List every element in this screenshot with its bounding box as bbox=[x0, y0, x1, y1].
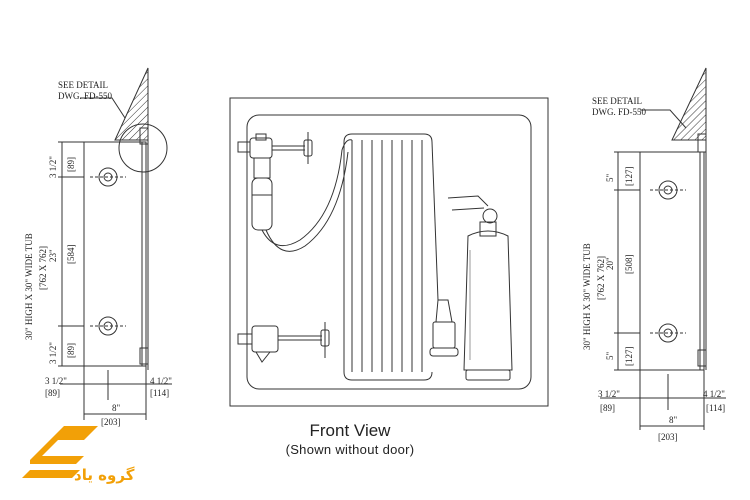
right-wall-hatch bbox=[671, 67, 707, 141]
right-top-dim: 5" bbox=[605, 174, 615, 183]
right-width-mm: [203] bbox=[658, 432, 678, 442]
front-outer-frame bbox=[229, 97, 549, 407]
left-left-dim: 3 1/2" bbox=[45, 376, 67, 386]
front-inner-tub bbox=[246, 114, 532, 390]
left-width-dim: 8" bbox=[112, 403, 121, 413]
right-width-dim: 8" bbox=[669, 415, 678, 425]
left-tub-label: 30" HIGH X 30" WIDE TUB bbox=[24, 233, 34, 340]
caption-subtitle: (Shown without door) bbox=[285, 442, 415, 457]
right-tub-label: 30" HIGH X 30" WIDE TUB bbox=[582, 243, 592, 350]
left-bot-mm: [89] bbox=[66, 343, 76, 358]
left-see-detail: SEE DETAIL bbox=[58, 80, 108, 90]
logo-mark bbox=[22, 426, 98, 478]
right-tub-body bbox=[639, 151, 705, 371]
left-top-mm: [89] bbox=[66, 157, 76, 172]
right-mid-mm: [508] bbox=[624, 255, 634, 275]
left-mid-dim: 23" bbox=[48, 249, 58, 262]
left-right-mm: [114] bbox=[150, 388, 169, 398]
front-view bbox=[229, 97, 549, 407]
left-side-view bbox=[58, 67, 172, 420]
upper-valve bbox=[237, 132, 313, 231]
caption-title: Front View bbox=[309, 421, 391, 440]
left-top-dim: 3 1/2" bbox=[48, 156, 58, 178]
left-tub-body bbox=[83, 141, 147, 367]
hose-rack bbox=[343, 133, 439, 381]
hose-nozzle bbox=[429, 299, 459, 357]
left-left-mm: [89] bbox=[45, 388, 60, 398]
fire-extinguisher bbox=[447, 195, 513, 381]
right-right-mm: [114] bbox=[706, 403, 725, 413]
left-dwg: DWG. FD-550 bbox=[58, 91, 112, 101]
right-see-detail: SEE DETAIL bbox=[592, 96, 642, 106]
right-left-dim: 3 1/2" bbox=[598, 389, 620, 399]
left-detail-leader bbox=[80, 97, 126, 119]
left-width-mm: [203] bbox=[101, 417, 121, 427]
left-tub-mm: [762 X 762] bbox=[38, 246, 48, 290]
right-side-view bbox=[600, 67, 726, 430]
right-right-dim: 4 1/2" bbox=[703, 389, 725, 399]
right-dwg: DWG. FD-550 bbox=[592, 107, 646, 117]
lower-valve bbox=[237, 322, 330, 363]
right-left-mm: [89] bbox=[600, 403, 615, 413]
right-mid-dim: 20" bbox=[605, 257, 615, 270]
hose-loop bbox=[261, 139, 353, 247]
right-bot-dim: 5" bbox=[605, 352, 615, 361]
left-right-dim: 4 1/2" bbox=[150, 376, 172, 386]
right-bot-mm: [127] bbox=[624, 347, 634, 367]
left-mid-mm: [584] bbox=[66, 245, 76, 265]
left-detail-circle bbox=[118, 123, 168, 173]
left-bot-dim: 3 1/2" bbox=[48, 342, 58, 364]
right-top-mm: [127] bbox=[624, 167, 634, 187]
logo-text: گروه یاد bbox=[74, 466, 135, 484]
left-wall-hatch bbox=[114, 67, 149, 141]
right-tub-mm: [762 X 762] bbox=[596, 256, 606, 300]
